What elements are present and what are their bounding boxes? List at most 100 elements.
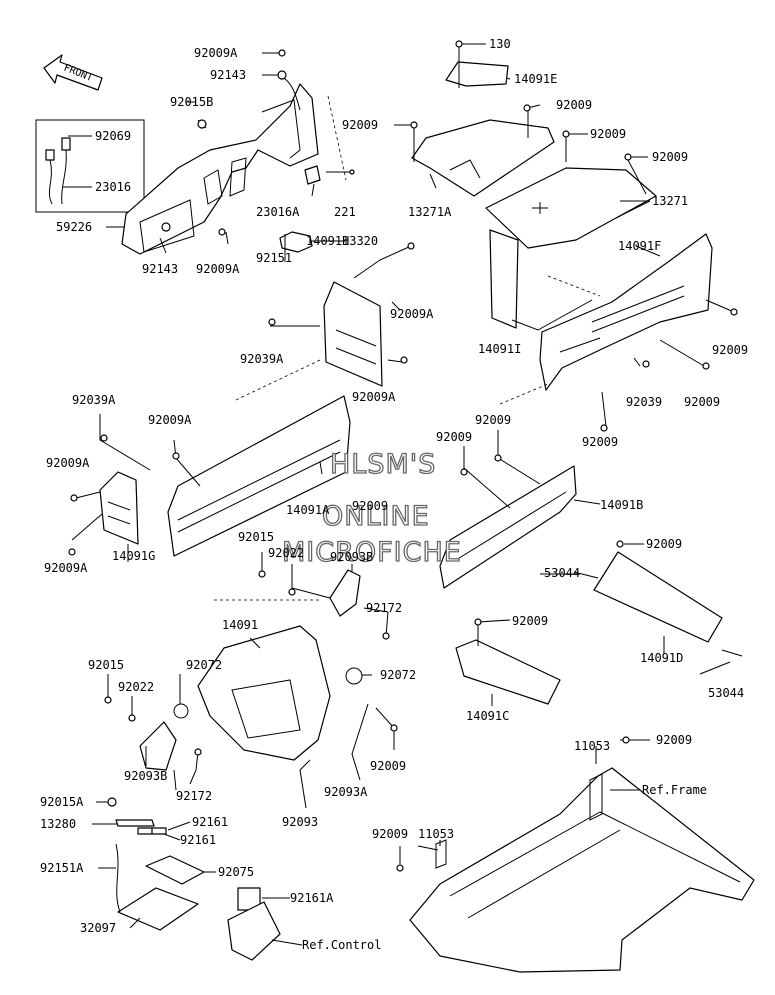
callout-92009-e: 92009 [656, 733, 692, 747]
side-panel-14091F [539, 233, 713, 391]
dashed-connectors [214, 95, 601, 601]
tray-32097 [117, 887, 199, 931]
clip-92072-b [345, 667, 363, 685]
callout-92009A-g2: 92009A [46, 456, 90, 470]
callout-92009-b1: 92009 [475, 413, 511, 427]
callout-92015-low: 92015 [88, 658, 124, 672]
callout-92022-mid: 92022 [268, 546, 304, 560]
callout-14091D: 14091D [640, 651, 683, 665]
cover-14091C [455, 639, 561, 705]
callout-92093B-mid: 92093B [330, 550, 373, 564]
callout-92009A-h2: 92009A [352, 390, 396, 404]
panel-14091I [489, 229, 519, 329]
plate-13280 [115, 819, 155, 827]
callout-92015-mid: 92015 [238, 530, 274, 544]
control-part-13320 [279, 231, 313, 253]
callout-13271: 13271 [652, 194, 688, 208]
callout-13271A: 13271A [408, 205, 452, 219]
callout-92075: 92075 [218, 865, 254, 879]
callout-92009-b: 92009 [342, 118, 378, 132]
callout-13320: 13320 [342, 234, 378, 248]
callout-92009-u: 92009 [370, 759, 406, 773]
callout-92009A-g3: 92009A [44, 561, 88, 575]
callout-92009-c1: 92009 [512, 614, 548, 628]
callout-14091: 14091 [222, 618, 258, 632]
bracket-92093B-mid [329, 569, 361, 617]
pad-92075 [145, 855, 205, 885]
switch-part-23016A [304, 165, 321, 185]
side-rail-14091B [439, 465, 577, 589]
watermark-line-3: MICROFICHE [282, 537, 462, 568]
callout-ref-frame: Ref.Frame [642, 783, 707, 797]
callout-92093B-low: 92093B [124, 769, 167, 783]
callout-92039A-g: 92039A [72, 393, 116, 407]
callout-92009A-mid: 92009A [196, 262, 240, 276]
callout-14091C: 14091C [466, 709, 509, 723]
callout-53044-b: 53044 [708, 686, 744, 700]
callout-92009-c: 92009 [590, 127, 626, 141]
cable-92151A [115, 843, 121, 913]
cover-14091D [593, 551, 723, 643]
callout-92009-a: 92009 [556, 98, 592, 112]
callout-92093A: 92093A [324, 785, 368, 799]
callout-92143-top: 92143 [210, 68, 246, 82]
callout-14091I: 14091I [478, 342, 521, 356]
callout-92093: 92093 [282, 815, 318, 829]
callout-59226: 59226 [56, 220, 92, 234]
callout-14091B: 14091B [600, 498, 643, 512]
callout-ref-control: Ref.Control [302, 938, 381, 952]
floor-panel-13271A [411, 119, 555, 197]
callout-92009-b3: 92009 [352, 499, 388, 513]
callout-130: 130 [489, 37, 511, 51]
callout-221: 221 [334, 205, 356, 219]
callout-92151A: 92151A [40, 861, 84, 875]
watermark-line-1: HLSM'S [330, 449, 436, 480]
strip-53044-a [573, 571, 599, 579]
callout-92172-low: 92172 [176, 789, 212, 803]
connector-harness-part [45, 137, 71, 205]
callout-92143-bottom: 92143 [142, 262, 178, 276]
callout-92022-low: 92022 [118, 680, 154, 694]
vehicle-frame-ref [409, 767, 755, 973]
fastener-markers [68, 40, 738, 872]
callout-11053-a: 11053 [574, 739, 610, 753]
callout-53044-a: 53044 [544, 566, 580, 580]
callout-14091H: 14091H [306, 234, 349, 248]
clip-92072-a [173, 703, 189, 719]
callout-92009A-g1: 92009A [148, 413, 192, 427]
pads-92161 [137, 827, 167, 835]
cover-14091E [445, 61, 509, 87]
bracket-92093B-low [139, 721, 177, 771]
side-rail-14091A [167, 395, 351, 557]
callout-92151: 92151 [256, 251, 292, 265]
callout-92009A-top: 92009A [194, 46, 238, 60]
callout-32097: 32097 [80, 921, 116, 935]
floor-panel-13271 [485, 167, 657, 249]
callout-92015B: 92015B [170, 95, 213, 109]
callout-labels: 92009A 92143 92015B 92069 23016 59226 92… [40, 37, 748, 952]
watermark-line-2: ONLINE [322, 501, 430, 532]
side-panel-14091H [323, 281, 383, 387]
callout-92009A-h1: 92009A [390, 307, 434, 321]
callout-92009-f1: 92009 [712, 343, 748, 357]
callout-92015A: 92015A [40, 795, 84, 809]
callout-92072-b: 92072 [380, 668, 416, 682]
callout-92009-d: 92009 [652, 150, 688, 164]
callout-23016A: 23016A [256, 205, 300, 219]
callout-92161A: 92161A [290, 891, 334, 905]
callout-92069: 92069 [95, 129, 131, 143]
tray-14091 [197, 625, 331, 761]
callout-92009-d1: 92009 [646, 537, 682, 551]
callout-92009-b2: 92009 [436, 430, 472, 444]
callout-92161-a: 92161 [192, 815, 228, 829]
callout-92009-x: 92009 [372, 827, 408, 841]
callout-11053-b: 11053 [418, 827, 454, 841]
strip-53044-b [721, 649, 743, 657]
callout-92172-mid: 92172 [366, 601, 402, 615]
callout-92072-a: 92072 [186, 658, 222, 672]
bracket-14091G [99, 471, 139, 545]
callout-92039A-h: 92039A [240, 352, 284, 366]
callout-13280: 13280 [40, 817, 76, 831]
